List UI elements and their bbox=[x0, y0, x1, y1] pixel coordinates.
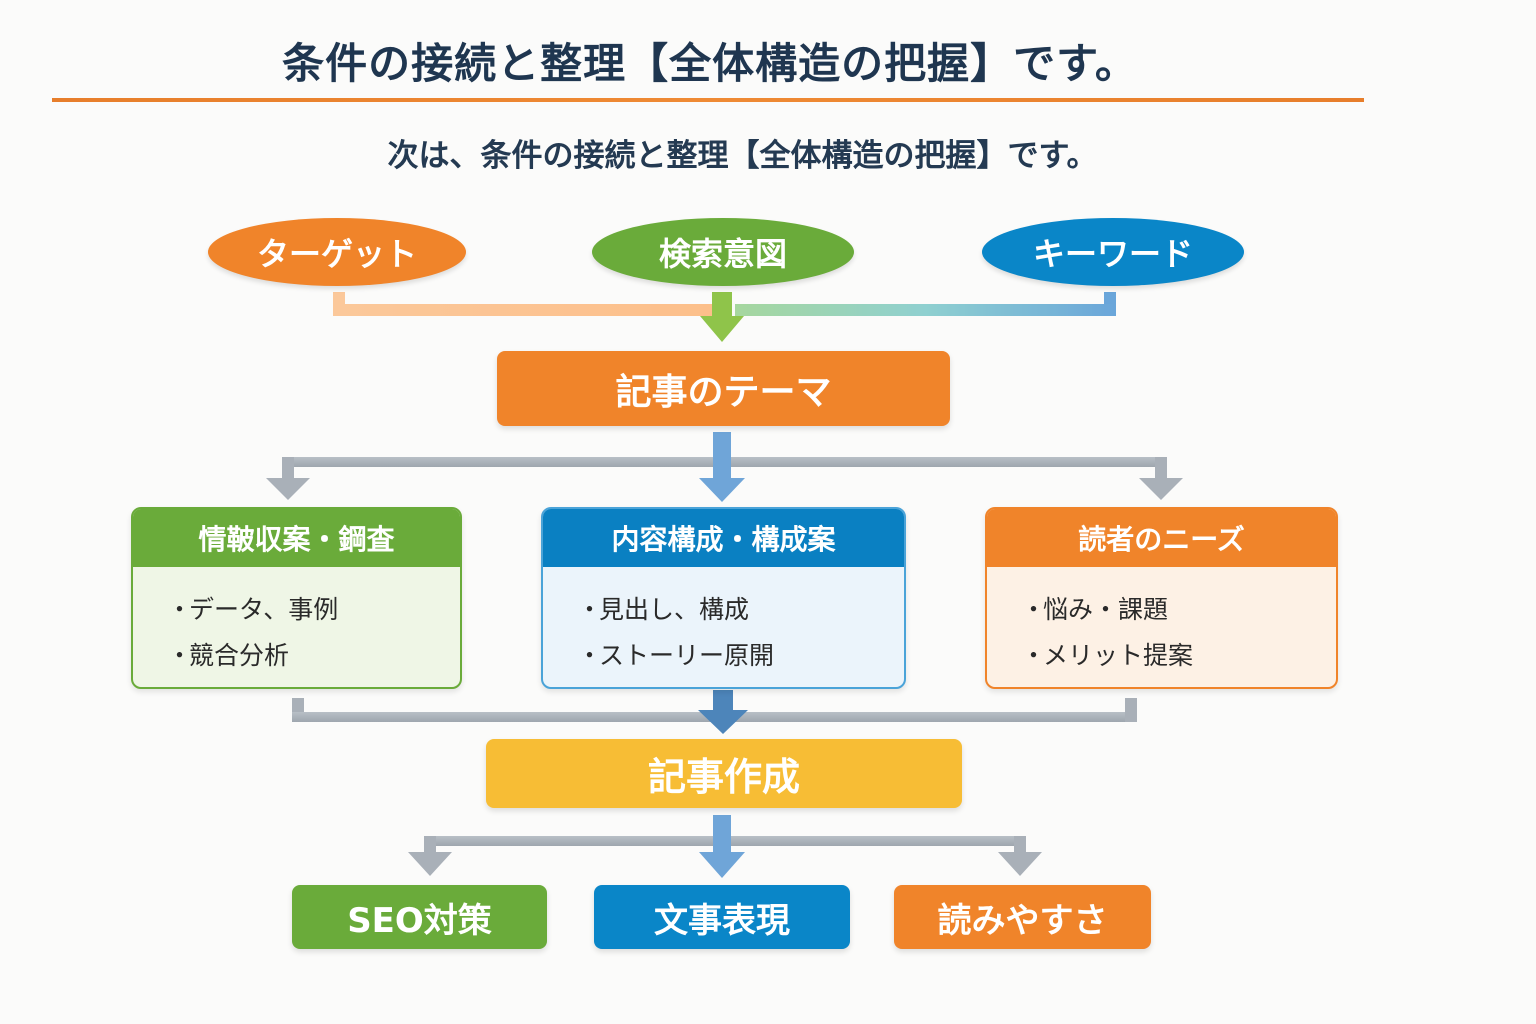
split-left-stem bbox=[282, 457, 294, 481]
bullet-icon: ・ bbox=[1021, 595, 1047, 624]
bullet-icon: ・ bbox=[577, 595, 603, 624]
category-card-needs: 読者のニーズ ・悩み・課題 ・メリット提案 bbox=[985, 507, 1338, 689]
category-card-title: 情鞁収案・鋼査 bbox=[198, 523, 395, 556]
list-item: ・メリット提案 bbox=[1021, 633, 1336, 679]
connector-keyword-bar bbox=[735, 304, 1116, 316]
bullet-icon: ・ bbox=[577, 641, 603, 670]
list-item-text: 競合分析 bbox=[189, 641, 290, 670]
creation-box: 記事作成 bbox=[486, 739, 962, 808]
merge-right-stem bbox=[1125, 698, 1137, 722]
list-item: ・競合分析 bbox=[167, 633, 460, 679]
list-item: ・悩み・課題 bbox=[1021, 587, 1336, 633]
category-card-structure-body: ・見出し、構成 ・ストーリー原開 bbox=[543, 567, 904, 687]
arrow-to-research bbox=[266, 478, 310, 500]
output-expression: 文事表現 bbox=[594, 885, 850, 949]
bullet-icon: ・ bbox=[167, 641, 193, 670]
output-readability-label: 読みやすさ bbox=[937, 900, 1108, 941]
list-item-text: メリット提案 bbox=[1043, 641, 1194, 670]
category-card-title: 読者のニーズ bbox=[1078, 523, 1245, 556]
category-card-structure: 内容構成・構成案 ・見出し、構成 ・ストーリー原開 bbox=[541, 507, 906, 689]
input-search-intent-label: 検索意図 bbox=[658, 235, 787, 273]
input-merge-connector bbox=[333, 292, 1116, 342]
title-divider bbox=[52, 98, 1364, 102]
category-card-research: 情鞁収案・鋼査 ・データ、事例 ・競合分析 bbox=[131, 507, 462, 689]
page-title: 条件の接続と整理【全体構造の把握】です。 bbox=[282, 39, 1138, 88]
list-item-text: 見出し、構成 bbox=[599, 595, 750, 624]
list-item: ・ストーリー原開 bbox=[577, 633, 904, 679]
arrow-to-needs bbox=[1139, 478, 1183, 500]
category-merge-connector bbox=[292, 690, 1137, 734]
page-subtitle: 次は、条件の接続と整理【全体構造の把握】です。 bbox=[387, 138, 1098, 174]
arrow-to-readability bbox=[998, 852, 1042, 876]
output-seo-label: SEO対策 bbox=[347, 900, 492, 941]
list-item-text: ストーリー原開 bbox=[599, 641, 775, 670]
category-card-structure-header: 内容構成・構成案 bbox=[543, 509, 904, 567]
arrow-to-creation bbox=[698, 710, 748, 734]
output-expression-label: 文事表現 bbox=[654, 900, 790, 941]
theme-split-connector bbox=[266, 432, 1183, 502]
category-card-needs-header: 読者のニーズ bbox=[987, 509, 1336, 567]
category-card-research-header: 情鞁収案・鋼査 bbox=[133, 509, 460, 567]
list-item: ・見出し、構成 bbox=[577, 587, 904, 633]
input-keyword: キーワード bbox=[982, 218, 1244, 286]
category-card-title: 内容構成・構成案 bbox=[611, 523, 836, 556]
bullet-icon: ・ bbox=[167, 595, 193, 624]
arrow-to-theme bbox=[700, 316, 744, 342]
merge-center-stem bbox=[713, 690, 733, 712]
connector-target-bar bbox=[333, 304, 717, 316]
creation-split-connector bbox=[408, 815, 1042, 878]
category-card-research-body: ・データ、事例 ・競合分析 bbox=[133, 567, 460, 687]
input-search-intent: 検索意図 bbox=[592, 218, 854, 286]
arrow-to-seo bbox=[408, 852, 452, 876]
split-right-stem bbox=[1155, 457, 1167, 481]
connector-intent-stem bbox=[712, 292, 732, 318]
input-keyword-label: キーワード bbox=[1032, 235, 1193, 273]
input-target-label: ターゲット bbox=[256, 235, 417, 273]
output-seo: SEO対策 bbox=[292, 885, 547, 949]
bullet-icon: ・ bbox=[1021, 641, 1047, 670]
input-target: ターゲット bbox=[208, 218, 466, 286]
arrow-to-structure bbox=[699, 478, 745, 502]
output-center-stem bbox=[713, 815, 731, 855]
split-center-stem bbox=[713, 432, 731, 482]
creation-label: 記事作成 bbox=[647, 755, 800, 799]
theme-box: 記事のテーマ bbox=[497, 351, 950, 426]
list-item: ・データ、事例 bbox=[167, 587, 460, 633]
arrow-to-expression bbox=[699, 852, 745, 878]
output-readability: 読みやすさ bbox=[894, 885, 1151, 949]
list-item-text: 悩み・課題 bbox=[1043, 595, 1169, 624]
list-item-text: データ、事例 bbox=[189, 595, 339, 624]
theme-label: 記事のテーマ bbox=[615, 371, 832, 413]
category-card-needs-body: ・悩み・課題 ・メリット提案 bbox=[987, 567, 1336, 687]
